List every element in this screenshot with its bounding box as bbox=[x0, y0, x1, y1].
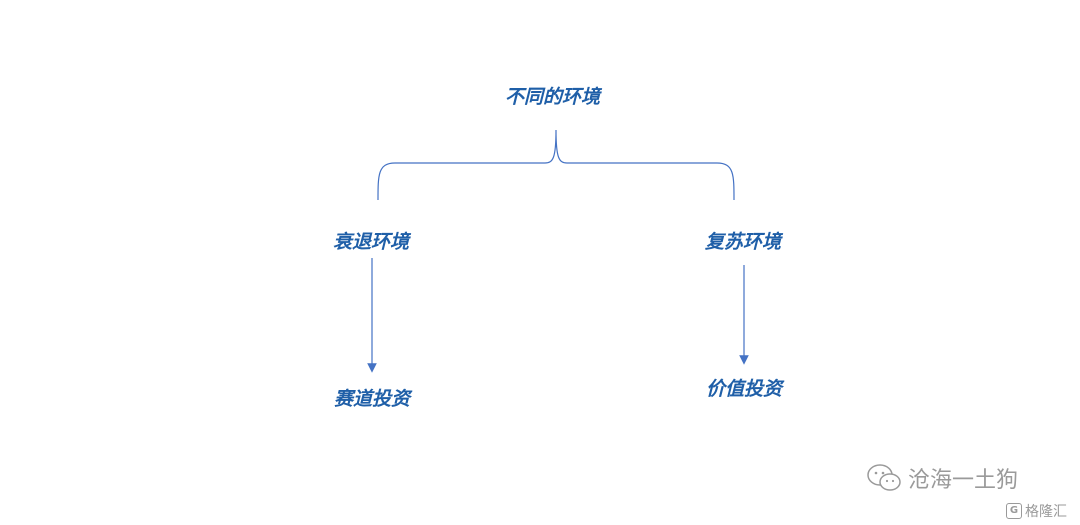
wechat-icon bbox=[867, 464, 901, 491]
watermark-text: 沧海一土狗 bbox=[908, 468, 1019, 493]
right-branch-node: 复苏环境 bbox=[705, 231, 782, 253]
left-leaf-node: 赛道投资 bbox=[334, 388, 411, 410]
sublogo: G 格隆汇 bbox=[1006, 501, 1067, 521]
left-branch-node: 衰退环境 bbox=[333, 231, 410, 253]
brace-connector bbox=[377, 129, 735, 201]
g-logo-icon: G bbox=[1006, 503, 1022, 519]
root-node: 不同的环境 bbox=[505, 86, 601, 108]
sublogo-text: 格隆汇 bbox=[1025, 504, 1067, 520]
watermark: 沧海一土狗 bbox=[866, 462, 1018, 494]
right-leaf-node: 价值投资 bbox=[706, 378, 783, 400]
